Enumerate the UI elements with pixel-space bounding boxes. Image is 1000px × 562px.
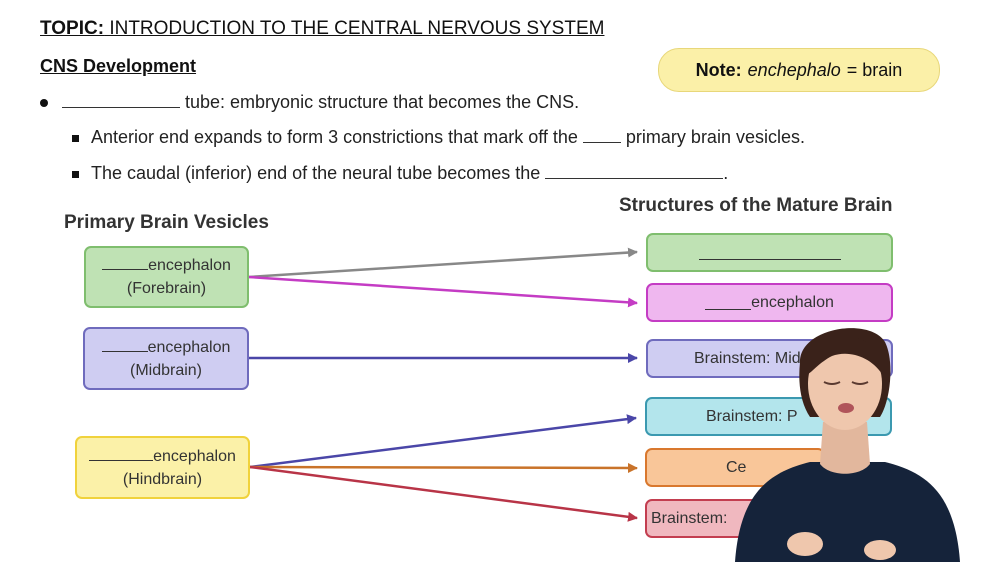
- vesicle-box-forebrain: encephalon (Forebrain): [84, 246, 249, 308]
- arrow-hindbrain-to-structure-4: [249, 414, 637, 469]
- vesicle-subtitle: (Midbrain): [129, 361, 202, 379]
- bullet-sub-1-text-a: Anterior end expands to form 3 constrict…: [91, 127, 583, 147]
- arrow-forebrain-to-structure-1: [248, 247, 638, 279]
- fill-in-blank: [545, 164, 724, 179]
- note-definition: = brain: [846, 59, 903, 80]
- vesicle-box-hindbrain: encephalon (Hindbrain): [75, 436, 250, 499]
- bullet-dot-icon: [40, 99, 48, 108]
- bullet-sub-1: Anterior end expands to form 3 constrict…: [72, 127, 805, 148]
- right-column-title: Structures of the Mature Brain: [619, 195, 893, 216]
- presenter-video-overlay: [735, 328, 960, 562]
- square-bullet-icon: [72, 134, 79, 142]
- fill-in-blank: [89, 446, 154, 461]
- vesicle-name: encephalon: [147, 338, 231, 356]
- structure-label: encephalon: [751, 293, 834, 311]
- square-bullet-icon: [72, 170, 79, 178]
- bullet-sub-2: The caudal (inferior) end of the neural …: [72, 163, 728, 184]
- topic-label: TOPIC:: [40, 18, 105, 39]
- structure-label: Brainstem:: [651, 509, 728, 527]
- fill-in-blank: [101, 337, 148, 352]
- vesicle-line-1: encephalon: [101, 336, 231, 359]
- fill-in-blank: [705, 295, 752, 310]
- vesicle-line-1: encephalon: [102, 254, 231, 277]
- structure-box-2: encephalon: [646, 283, 893, 322]
- arrow-hindbrain-to-structure-5: [249, 462, 638, 473]
- vesicle-name: encephalon: [153, 447, 236, 465]
- bullet-sub-2-text-a: The caudal (inferior) end of the neural …: [91, 163, 546, 183]
- note-bubble: Note: enchephalo = brain: [658, 48, 940, 92]
- vesicle-subtitle: (Hindbrain): [122, 470, 203, 488]
- fill-in-blank: [582, 128, 621, 143]
- fill-in-blank: [62, 93, 180, 108]
- bullet-main: tube: embryonic structure that becomes t…: [40, 92, 579, 113]
- vesicle-subtitle: (Forebrain): [126, 280, 207, 297]
- bullet-main-text: tube: embryonic structure that becomes t…: [180, 92, 580, 112]
- topic-heading: TOPIC: INTRODUCTION TO THE CENTRAL NERVO…: [40, 18, 604, 40]
- structure-label: Brainstem: P: [706, 407, 798, 425]
- vesicle-box-midbrain: encephalon (Midbrain): [83, 327, 249, 390]
- left-column-title: Primary Brain Vesicles: [64, 212, 269, 233]
- vesicle-name: encephalon: [148, 257, 231, 274]
- structure-label: Brainstem: Mid: [694, 349, 801, 367]
- bullet-sub-2-text-b: .: [723, 163, 729, 183]
- structure-label: Ce: [726, 458, 747, 476]
- vesicle-line-1: encephalon: [89, 445, 236, 468]
- fill-in-blank: [102, 255, 149, 270]
- section-title: CNS Development: [40, 56, 197, 76]
- fill-in-blank: [698, 245, 841, 260]
- structure-box-1: [646, 233, 893, 272]
- note-label: Note:: [695, 59, 742, 80]
- arrow-hindbrain-to-structure-6: [249, 465, 638, 522]
- arrow-forebrain-to-structure-2: [248, 275, 638, 308]
- bullet-sub-1-text-b: primary brain vesicles.: [620, 127, 805, 147]
- topic-text: INTRODUCTION TO THE CENTRAL NERVOUS SYST…: [104, 18, 605, 39]
- note-term: enchephalo: [747, 59, 841, 80]
